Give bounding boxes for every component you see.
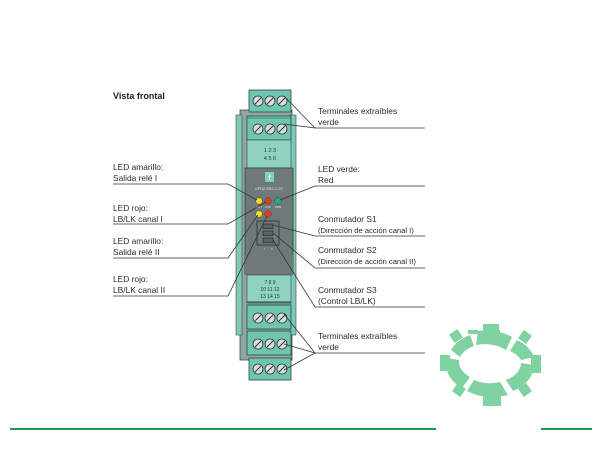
label-line2: Red xyxy=(318,175,334,185)
label-line1: Conmutador S1 xyxy=(318,214,377,224)
device-side-left xyxy=(235,114,243,336)
led-yellow-relay-1 xyxy=(255,197,263,205)
led-red-lb-1 xyxy=(264,197,272,205)
logo-icon xyxy=(265,172,274,182)
switch-s1[interactable] xyxy=(262,223,274,229)
switch-s2[interactable] xyxy=(262,230,274,236)
svg-text:II: II xyxy=(271,247,273,251)
label-switch-s1: Conmutador S1 (Dirección de acción canal… xyxy=(318,214,414,236)
label-line2: LB/LK canal II xyxy=(113,285,166,295)
model-label: KFD2-SR2-2.2S xyxy=(255,187,283,191)
leader-line xyxy=(283,95,425,129)
label-line2: LB/LK canal I xyxy=(113,214,163,224)
label-line1: Conmutador S2 xyxy=(318,245,377,255)
label-line2: (Control LB/LK) xyxy=(318,296,376,306)
leader-lines-left xyxy=(113,183,268,297)
label-line1: LED amarillo: xyxy=(113,236,164,246)
label-led-green-red: LED verde: Red xyxy=(318,164,360,186)
leader-line xyxy=(272,239,425,308)
terminal-numbers-row: 1 2 3 xyxy=(264,148,276,154)
leader-line xyxy=(272,232,425,269)
label-line1: Terminales extraíbles xyxy=(318,331,398,341)
leader-line xyxy=(113,183,258,201)
label-line2: Salida relé II xyxy=(113,247,160,257)
label-terminals-bottom: Terminales extraíbles verde xyxy=(318,331,397,353)
terminal-number-panel-bottom xyxy=(246,274,292,304)
label-terminals-top: Terminales extraíbles verde xyxy=(318,106,397,128)
label-line1: LED amarillo: xyxy=(113,162,164,172)
led-label: OUT xyxy=(256,205,262,209)
label-line2: (Dirección de acción canal I) xyxy=(318,226,414,235)
leader-line xyxy=(113,201,267,225)
terminal-numbers-row: 4 5 6 xyxy=(264,156,276,162)
leader-line xyxy=(283,313,425,354)
leader-line xyxy=(272,224,425,237)
label-switch-s2: Conmutador S2 (Dirección de acción canal… xyxy=(318,245,416,267)
label-led-red-lb-1: LED rojo: LB/LK canal I xyxy=(113,203,163,225)
leader-line xyxy=(283,123,316,129)
label-led-red-lb-2: LED rojo: LB/LK canal II xyxy=(113,274,165,296)
diagram-title: Vista frontal xyxy=(113,91,165,101)
leader-line xyxy=(279,185,425,201)
terminal-numbers-row: 13 14 15 xyxy=(260,294,280,300)
led-label: CHK xyxy=(265,205,271,209)
terminal-number-panel-top xyxy=(246,139,292,169)
label-line2: Salida relé I xyxy=(113,173,158,183)
led-green-power xyxy=(274,197,282,205)
led-label: PWR xyxy=(275,205,282,209)
label-line2: verde xyxy=(318,117,339,127)
terminal-numbers-row: 10 11 12 xyxy=(260,287,279,293)
footer-rule-right xyxy=(541,428,592,430)
svg-text:I: I xyxy=(264,247,265,251)
label-line1: LED rojo: xyxy=(113,203,148,213)
device: 1 2 3 4 5 6 f KFD2-SR2-2.2S OUT CHK PWR … xyxy=(235,89,297,381)
footer-rule-left xyxy=(10,428,436,430)
label-led-yellow-relay-1: LED amarillo: Salida relé I xyxy=(113,162,163,184)
gear-icon xyxy=(440,324,541,406)
label-line1: LED verde: xyxy=(318,164,360,174)
leader-lines-right xyxy=(272,95,425,371)
leader-line xyxy=(113,215,268,297)
screw-row xyxy=(252,95,288,107)
label-line1: Terminales extraíbles xyxy=(318,106,398,116)
label-line2: (Dirección de acción canal II) xyxy=(318,257,416,266)
leader-line xyxy=(113,214,259,259)
switch-s3[interactable] xyxy=(262,237,274,243)
label-switch-s3: Conmutador S3 (Control LB/LK) xyxy=(318,285,377,307)
terminal-numbers-row: 7 8 9 xyxy=(264,280,275,286)
label-line1: LED rojo: xyxy=(113,274,148,284)
label-line2: verde xyxy=(318,342,339,352)
label-led-yellow-relay-2: LED amarillo: Salida relé II xyxy=(113,236,163,258)
leader-line xyxy=(283,352,316,371)
svg-text:f: f xyxy=(268,175,271,182)
led-red-lb-2 xyxy=(264,210,272,218)
leader-line xyxy=(283,343,316,354)
switch-panel xyxy=(256,220,280,246)
label-line1: Conmutador S3 xyxy=(318,285,377,295)
